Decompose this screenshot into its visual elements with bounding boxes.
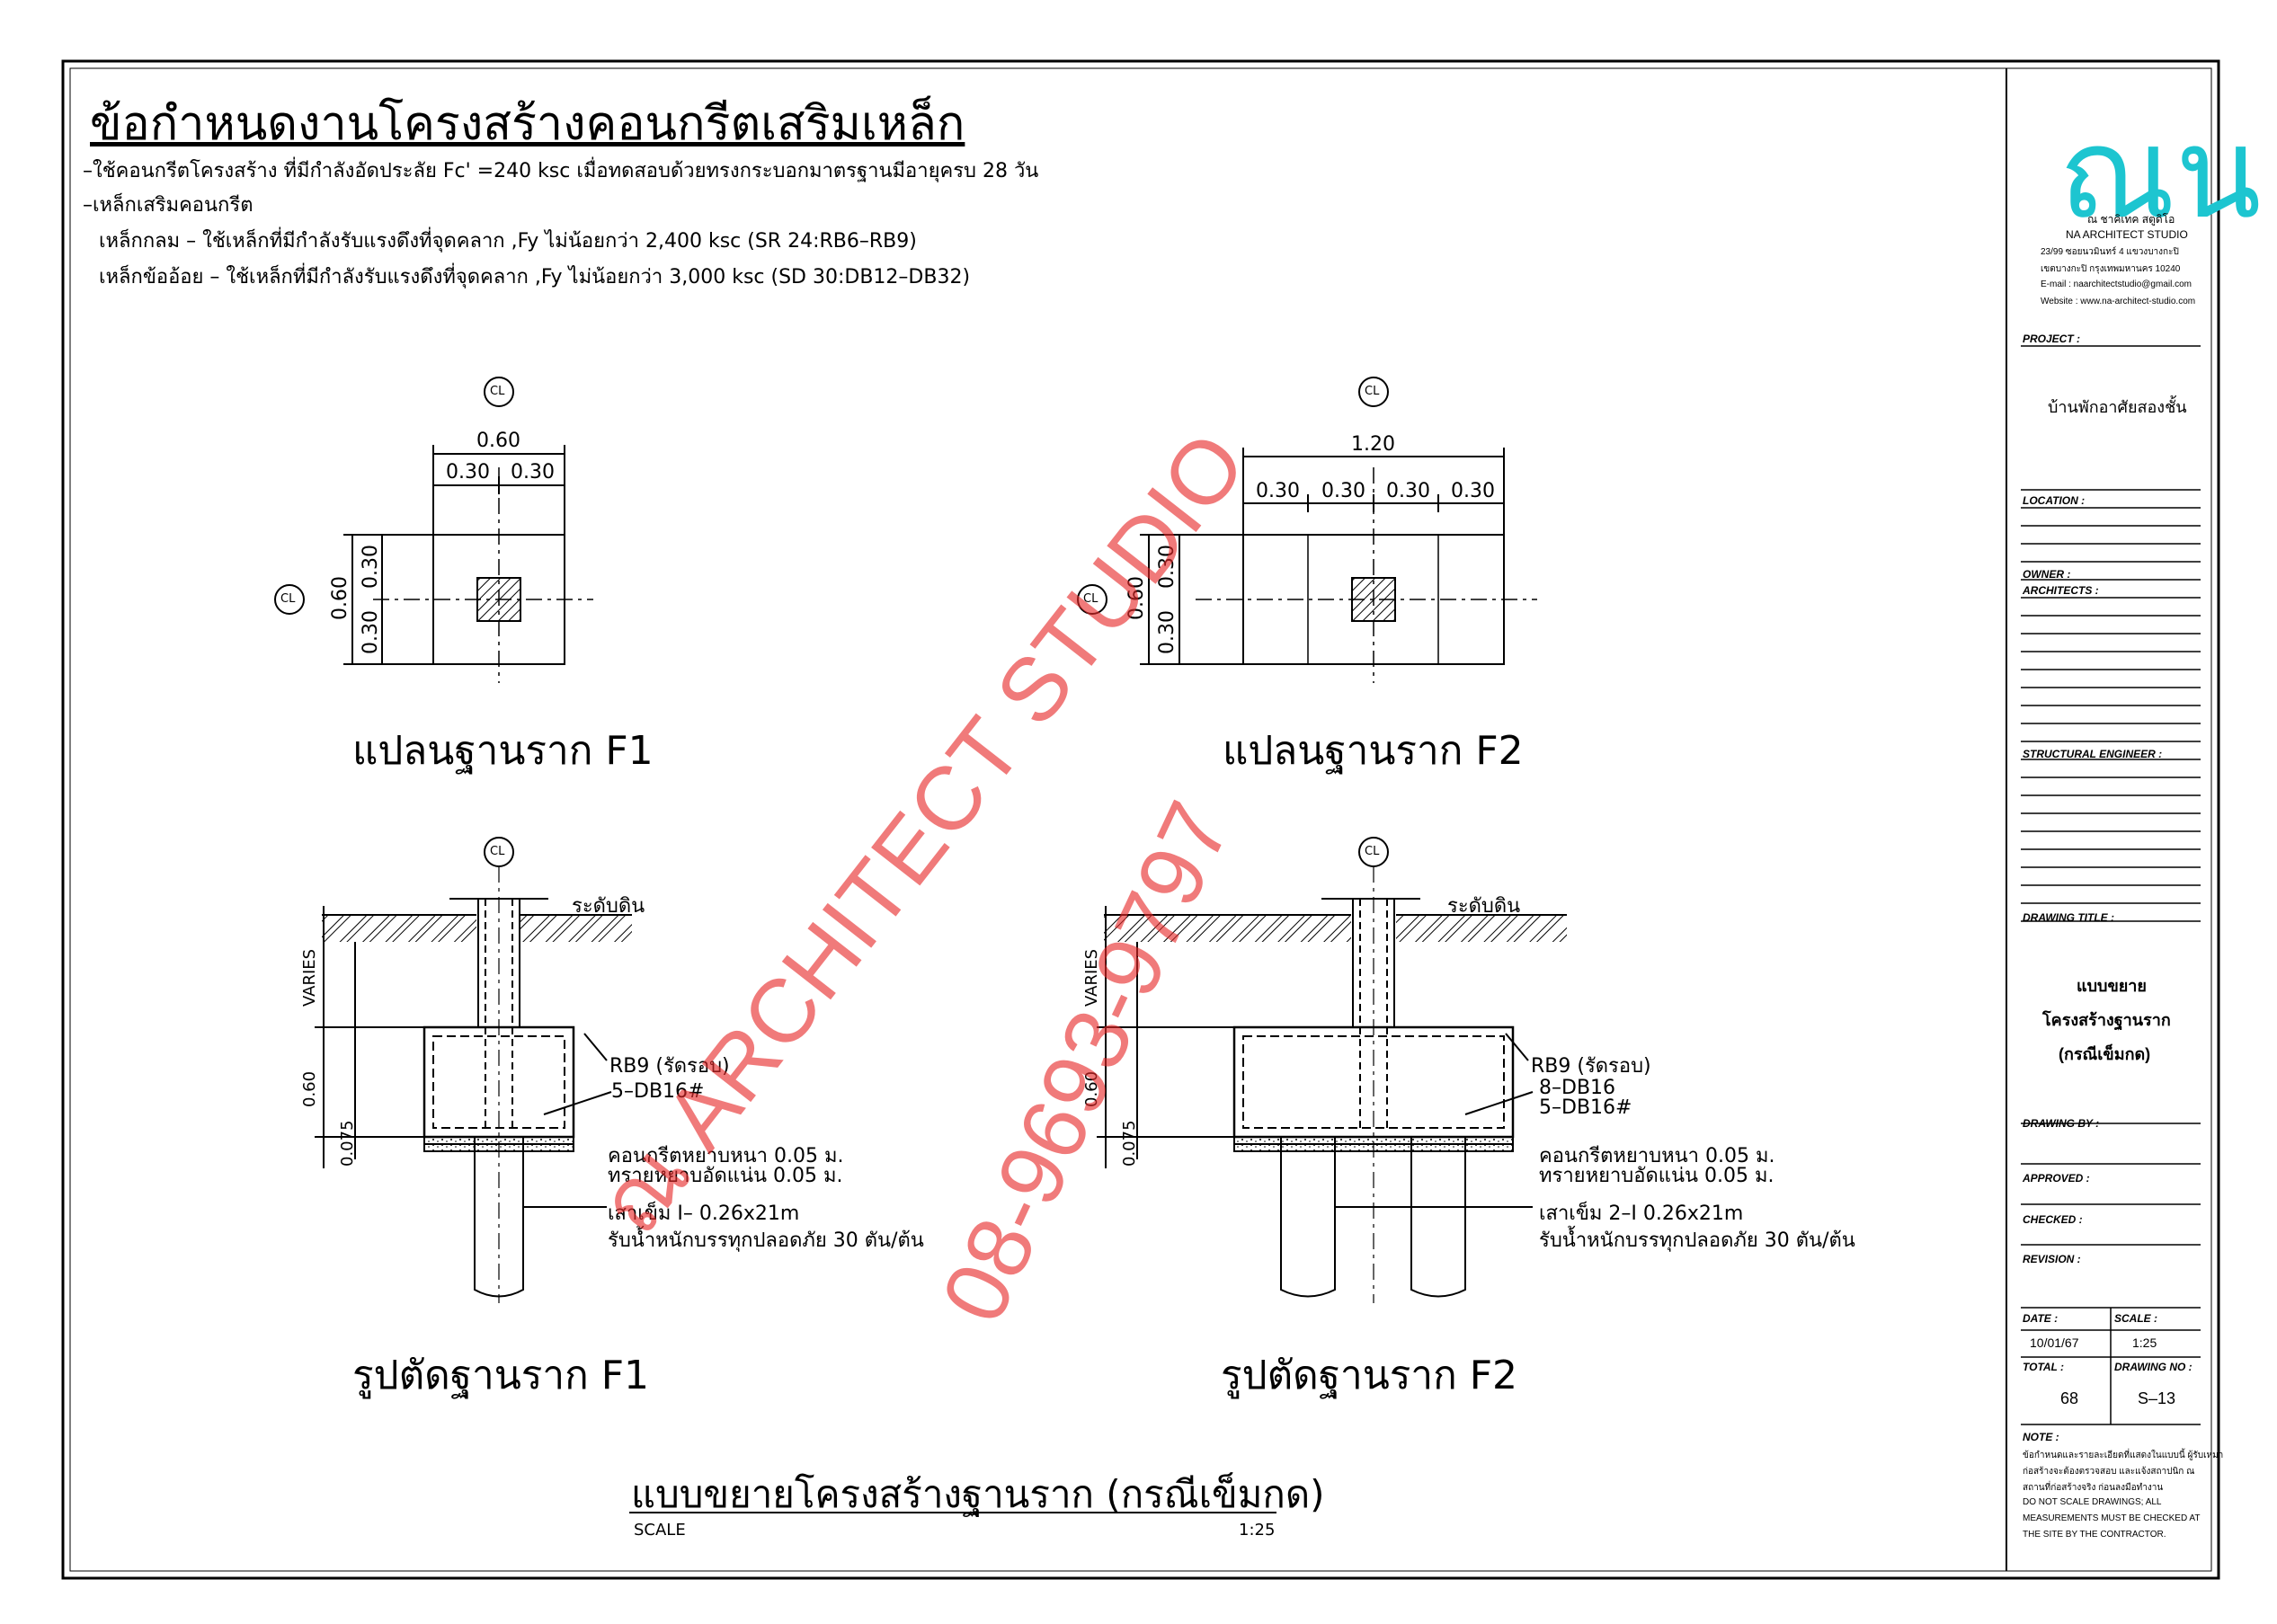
revision-label: REVISION : <box>2023 1253 2081 1265</box>
dim-f1-width: 0.60 <box>476 430 520 452</box>
sec-f2-note-top-bars: 8–DB16 <box>1539 1077 1616 1099</box>
section-f1 <box>315 837 632 1303</box>
sec-f1-thick: 0.60 <box>300 1070 319 1107</box>
studio-email: E-mail : naarchitectstudio@gmail.com <box>2041 280 2192 289</box>
note-line-6: THE SITE BY THE CONTRACTOR. <box>2023 1530 2166 1540</box>
studio-name: NA ARCHITECT STUDIO <box>2066 228 2188 241</box>
spec-concrete: –ใช้คอนกรีตโครงสร้าง ที่มีกำลังอัดประลัย… <box>83 160 1039 182</box>
dim-f1-depth: 0.60 <box>329 576 351 620</box>
structural-label: STRUCTURAL ENGINEER : <box>2023 748 2163 760</box>
cl-marker-f1-left: CL <box>280 592 296 606</box>
sec-f2-ground: ระดับดิน <box>1447 895 1521 918</box>
scale-label: SCALE : <box>2114 1312 2157 1325</box>
total-value: 68 <box>2060 1389 2079 1407</box>
drawing-no-label: DRAWING NO : <box>2114 1361 2193 1373</box>
scale-value: 1:25 <box>2132 1336 2157 1350</box>
checked-label: CHECKED : <box>2023 1213 2083 1226</box>
page-title: ข้อกำหนดงานโครงสร้างคอนกรีตเสริมเหล็ก <box>90 97 965 151</box>
spec-rebar: –เหล็กเสริมคอนกรีต <box>83 194 253 217</box>
sec-f2-note-stirrup: RB9 (รัดรอบ) <box>1531 1055 1651 1078</box>
date-label: DATE : <box>2023 1312 2059 1325</box>
caption-section-f1: รูปตัดฐานราก F1 <box>352 1353 650 1398</box>
dim-f1-half-a: 0.30 <box>446 461 490 484</box>
studio-website: Website : www.na-architect-studio.com <box>2041 297 2196 306</box>
cl-marker-sec-f2: CL <box>1365 845 1380 858</box>
title-block-lines <box>2021 345 2201 1425</box>
dim-f1-half-b: 0.30 <box>511 461 555 484</box>
sec-f1-varies: VARIES <box>300 948 319 1007</box>
dim-f2-q1: 0.30 <box>1256 480 1300 502</box>
owner-label: OWNER : <box>2023 568 2071 581</box>
location-label: LOCATION : <box>2023 494 2086 507</box>
sec-f1-note-bars: 5–DB16# <box>611 1080 705 1103</box>
sheet-scale-value: 1:25 <box>1239 1521 1276 1540</box>
inner-border <box>69 67 2212 1572</box>
architects-label: ARCHITECTS : <box>2023 584 2099 597</box>
plan-f1 <box>274 377 593 683</box>
spec-deformed-bar: เหล็กข้ออ้อย – ใช้เหล็กที่มีกำลังรับแรงด… <box>99 266 971 288</box>
drawn-by-label: DRAWING BY : <box>2023 1117 2100 1130</box>
caption-section-f2: รูปตัดฐานราก F2 <box>1221 1353 1518 1398</box>
sec-f2-note-pile: เสาเข็ม 2–I 0.26x21m <box>1539 1202 1744 1225</box>
plan-f2 <box>1077 377 1537 683</box>
note-label: NOTE : <box>2023 1431 2059 1443</box>
drawing-title-3: (กรณีเข็มกด) <box>2059 1045 2151 1063</box>
dim-f1-depth-b: 0.30 <box>360 610 382 654</box>
sec-f1-base: 0.075 <box>338 1120 357 1167</box>
project-label: PROJECT : <box>2023 333 2081 345</box>
sec-f2-note-sand: ทรายหยาบอัดแน่น 0.05 ม. <box>1539 1165 1774 1187</box>
dim-f2-q4: 0.30 <box>1451 480 1495 502</box>
sec-f1-note-lean: คอนกรีตหยาบหนา 0.05 ม. <box>608 1145 844 1167</box>
caption-plan-f2: แปลนฐานราก F2 <box>1223 728 1524 774</box>
cl-marker-f2-top: CL <box>1365 385 1380 398</box>
sec-f1-note-pile: เสาเข็ม I– 0.26x21m <box>608 1202 800 1225</box>
cl-marker-sec-f1: CL <box>490 845 505 858</box>
note-line-4: DO NOT SCALE DRAWINGS; ALL <box>2023 1497 2162 1507</box>
note-line-1: ข้อกำหนดและรายละเอียดที่แสดงในแบบนี้ ผู้… <box>2023 1451 2224 1460</box>
caption-plan-f1: แปลนฐานราก F1 <box>352 728 654 774</box>
cl-marker-f1-top: CL <box>490 385 505 398</box>
project-name: บ้านพักอาศัยสองชั้น <box>2048 398 2187 416</box>
sec-f1-ground: ระดับดิน <box>572 895 645 918</box>
sec-f2-note-load: รับน้ำหนักบรรทุกปลอดภัย 30 ตัน/ต้น <box>1539 1229 1855 1252</box>
sheet-caption: แบบขยายโครงสร้างฐานราก (กรณีเข็มกด) <box>631 1472 1325 1516</box>
drawing-title-2: โครงสร้างฐานราก <box>2042 1011 2171 1029</box>
studio-address-2: เขตบางกะปิ กรุงเทพมหานคร 10240 <box>2041 264 2181 274</box>
dim-f1-depth-a: 0.30 <box>360 545 382 589</box>
sec-f1-note-load: รับน้ำหนักบรรทุกปลอดภัย 30 ตัน/ต้น <box>608 1229 924 1252</box>
sec-f2-note-lean: คอนกรีตหยาบหนา 0.05 ม. <box>1539 1145 1775 1167</box>
outer-border <box>61 59 2220 1580</box>
sheet-scale-label: SCALE <box>634 1521 686 1540</box>
cl-marker-f2-left: CL <box>1083 592 1098 606</box>
spec-round-bar: เหล็กกลม – ใช้เหล็กที่มีกำลังรับแรงดึงที… <box>99 230 917 253</box>
sec-f1-note-stirrup: RB9 (รัดรอบ) <box>609 1055 730 1078</box>
studio-logo: ณน <box>2059 101 2262 247</box>
date-value: 10/01/67 <box>2030 1336 2079 1350</box>
dim-f2-width: 1.20 <box>1351 433 1395 456</box>
drawing-title-1: แบบขยาย <box>2077 977 2147 995</box>
dim-f2-q2: 0.30 <box>1321 480 1365 502</box>
studio-address-1: 23/99 ซอยนวมินทร์ 4 แขวงบางกะปิ <box>2041 247 2179 257</box>
sec-f2-note-bars: 5–DB16# <box>1539 1096 1632 1119</box>
dim-f2-q3: 0.30 <box>1386 480 1430 502</box>
drawing-no-value: S–13 <box>2138 1389 2176 1407</box>
note-line-3: สถานที่ก่อสร้างจริง ก่อนลงมือทำงาน <box>2023 1483 2164 1493</box>
approved-label: APPROVED : <box>2023 1172 2090 1185</box>
note-line-2: ก่อสร้างจะต้องตรวจสอบ และแจ้งสถาปนิก ณ <box>2023 1467 2195 1477</box>
total-label: TOTAL : <box>2023 1361 2064 1373</box>
drawing-title-label: DRAWING TITLE : <box>2023 911 2114 924</box>
sec-f2-base: 0.075 <box>1120 1120 1139 1167</box>
sec-f1-note-sand: ทรายหยาบอัดแน่น 0.05 ม. <box>608 1165 843 1187</box>
note-line-5: MEASUREMENTS MUST BE CHECKED AT <box>2023 1513 2201 1523</box>
section-f2 <box>1097 837 1567 1303</box>
studio-thai: ณ ชาคิเทค สตูดิโอ <box>2087 213 2175 226</box>
